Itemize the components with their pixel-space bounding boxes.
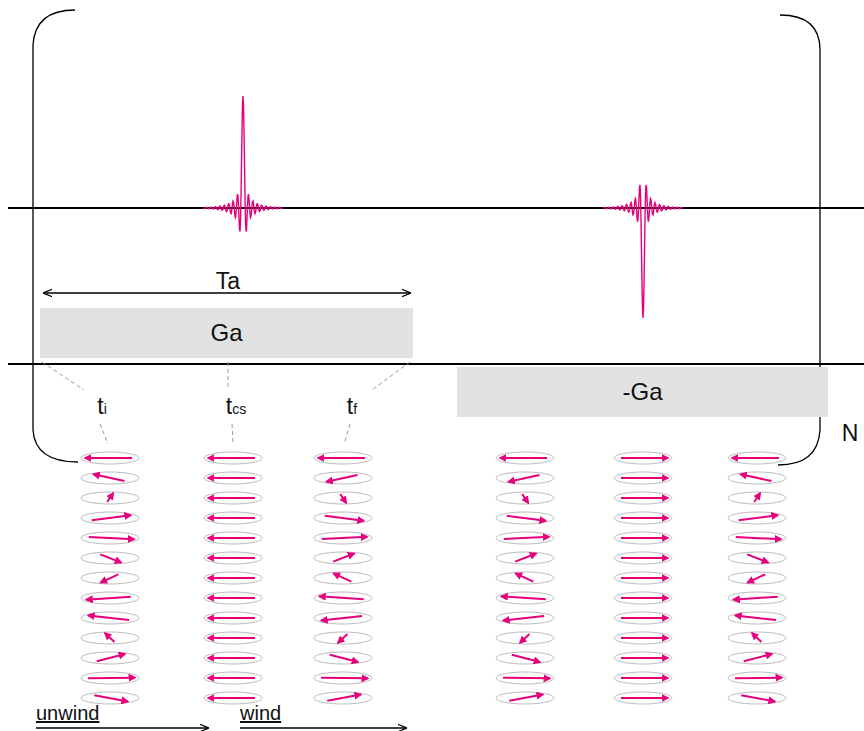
- phase-label: wind: [240, 702, 281, 724]
- time-label: ti: [97, 394, 107, 419]
- repeat-count: N: [842, 421, 859, 446]
- spin-column: [81, 452, 139, 704]
- rf-pulse: [203, 96, 283, 232]
- spin-column: [728, 452, 786, 704]
- left-bracket: [33, 10, 78, 462]
- gradient-axis: [8, 363, 864, 365]
- time-leaders: [42, 362, 410, 444]
- wind-arrow: [240, 727, 406, 728]
- rf-axis: [8, 207, 864, 209]
- spin-column: [614, 452, 672, 704]
- gradient-lobe: -Ga: [457, 367, 828, 417]
- gradient-lobe: Ga: [40, 308, 413, 358]
- time-label: tf: [347, 394, 357, 419]
- spin-column: [314, 452, 372, 704]
- time-label: tcs: [226, 394, 246, 419]
- duration-label: Ta: [216, 269, 240, 294]
- lobe-label: -Ga: [622, 378, 662, 406]
- phase-label: unwind: [36, 702, 99, 724]
- spin-column: [496, 452, 554, 704]
- spin-column: [204, 452, 262, 704]
- lobe-label: Ga: [210, 319, 242, 347]
- rf-pulse: [603, 185, 683, 318]
- unwind-arrow: [36, 727, 208, 728]
